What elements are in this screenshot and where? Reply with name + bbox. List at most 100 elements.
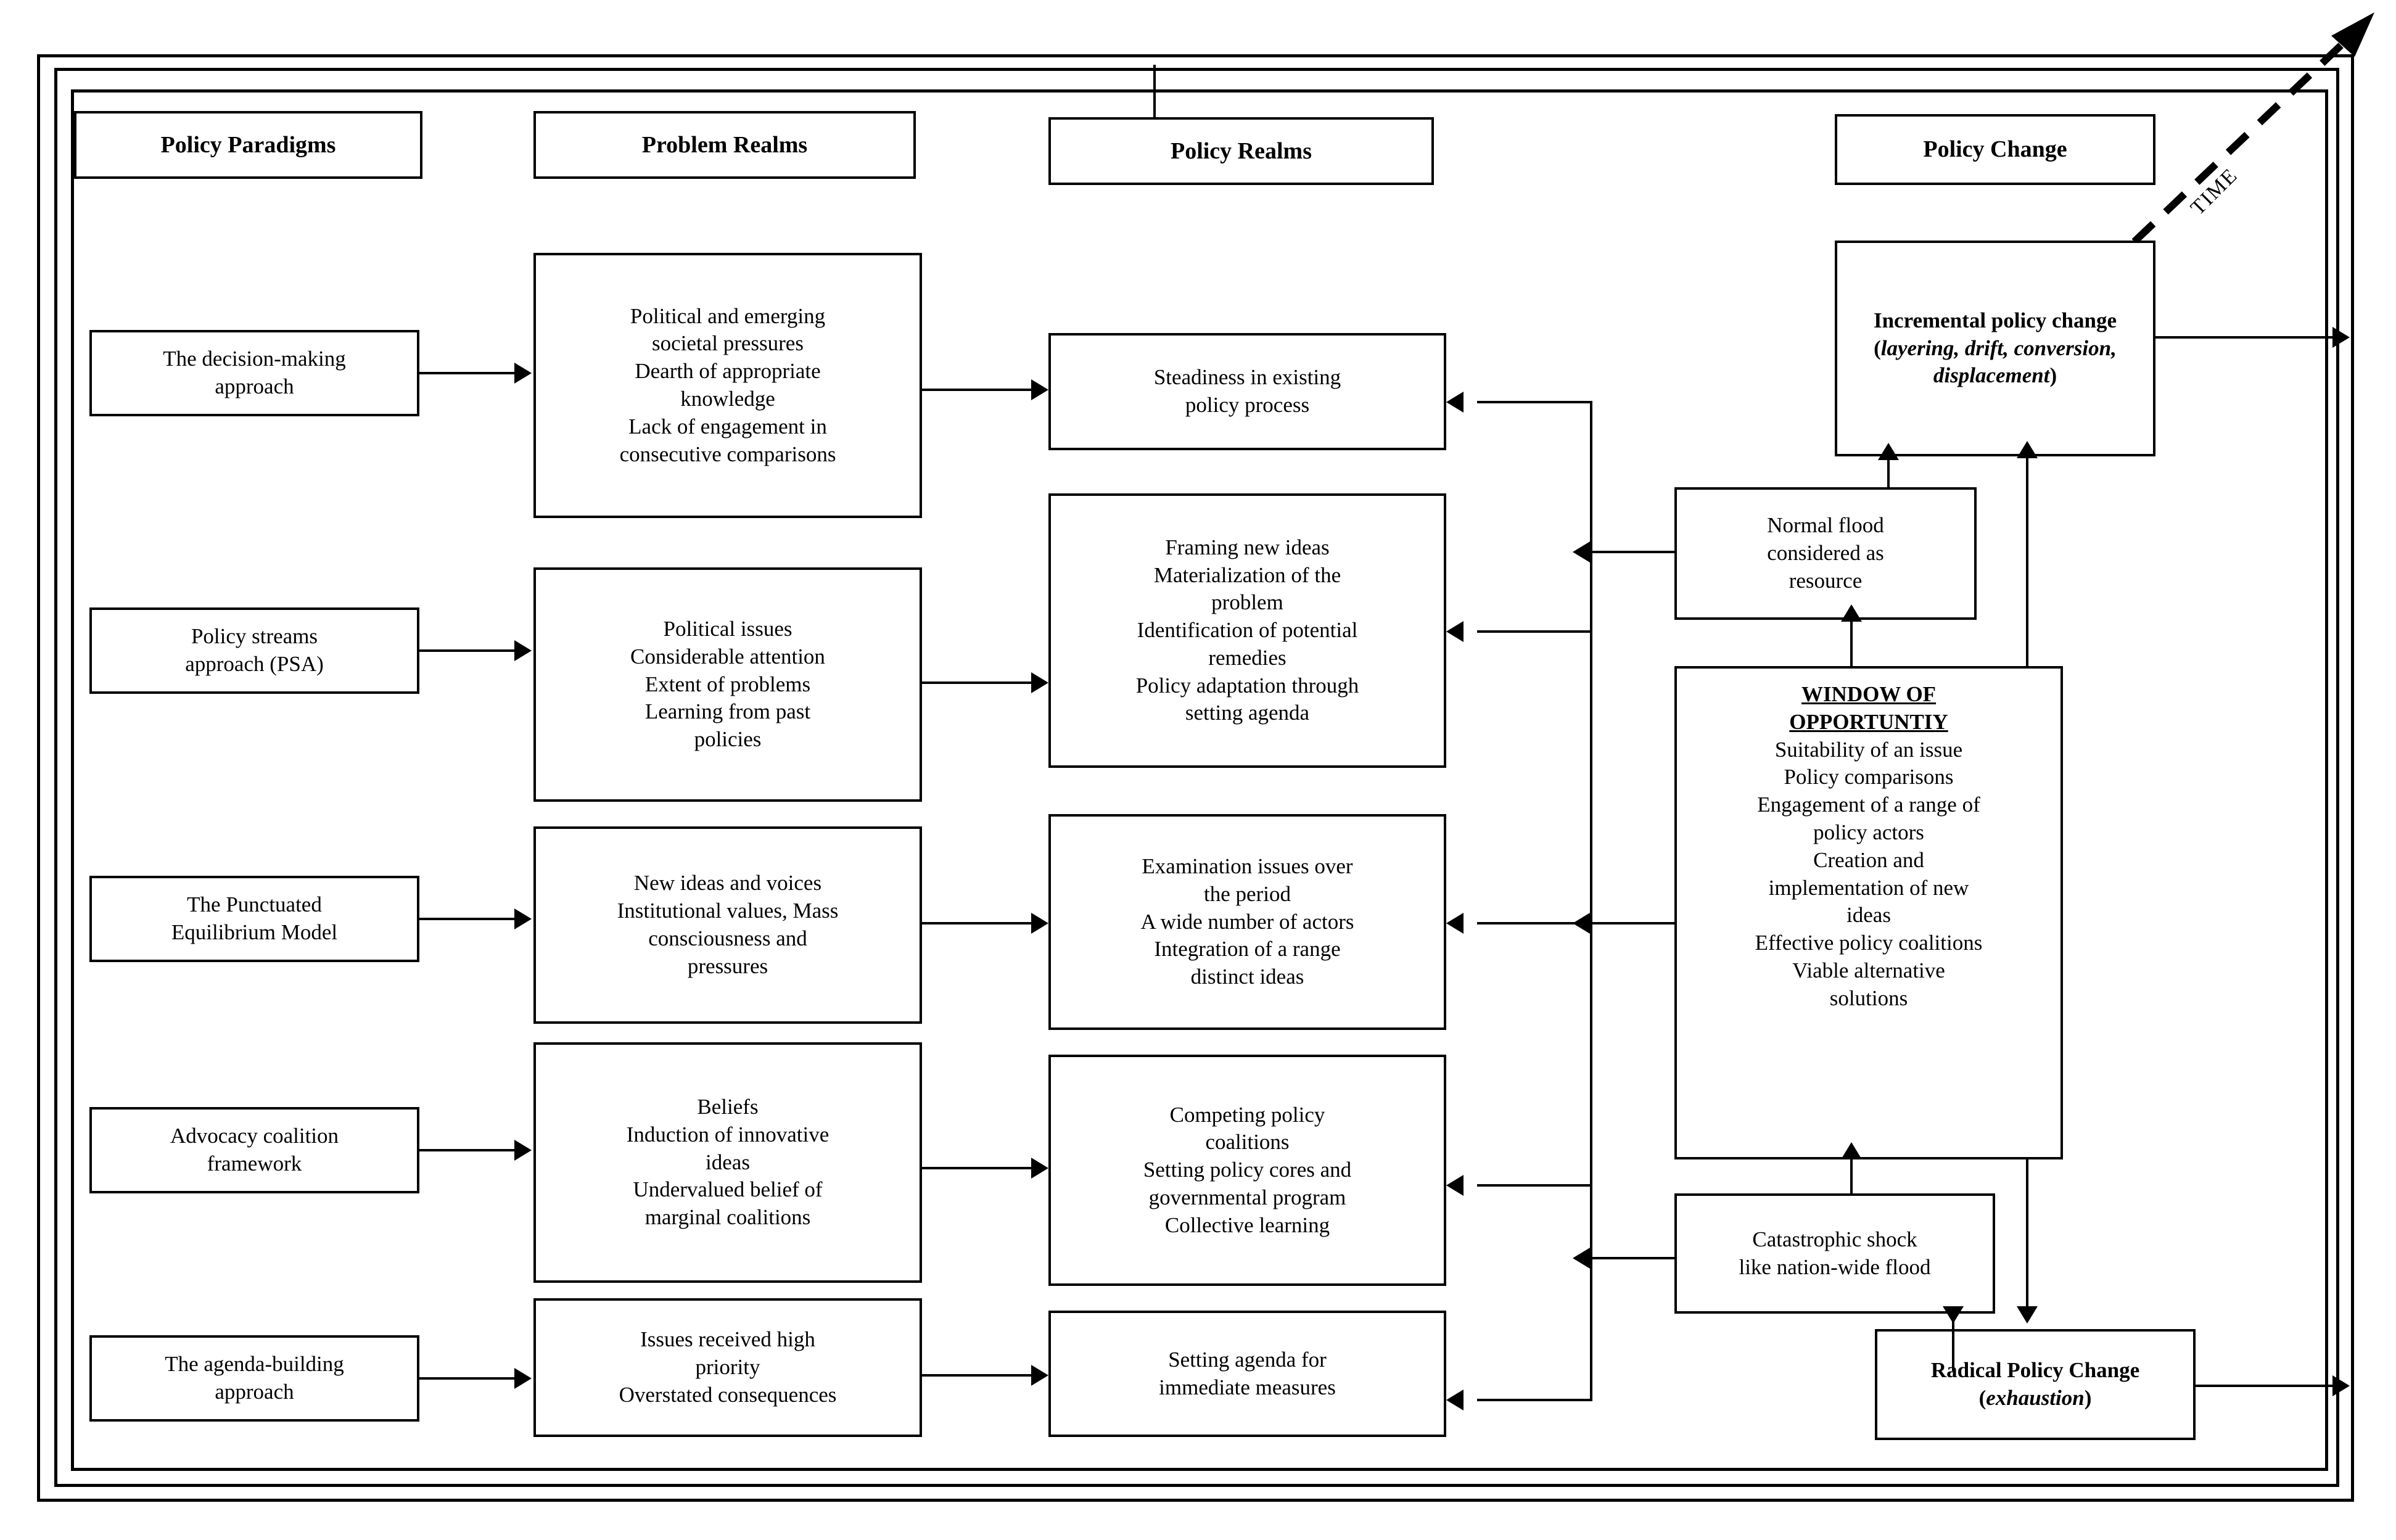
column-header-label: Policy Paradigms <box>160 131 336 158</box>
window-of-opportunity-node: WINDOW OF OPPORTUNTIY Suitability of an … <box>1674 666 2063 1159</box>
policy-realm-text: Competing policy coalitions Setting poli… <box>1143 1102 1352 1237</box>
arrow-paradigm3-problem3 <box>514 908 532 929</box>
policy-realm-1: Steadiness in existing policy process <box>1048 333 1446 450</box>
time-arrowhead <box>2331 12 2374 57</box>
arrow-paradigm5-problem5 <box>514 1368 532 1389</box>
outer-frame-2 <box>54 68 2339 1487</box>
problem-realm-text: Beliefs Induction of innovative ideas Un… <box>626 1095 830 1230</box>
arrow-catastrophic-radical <box>1943 1306 1964 1324</box>
column-header-label: Policy Change <box>1923 136 2067 163</box>
problem-realm-2: Political issues Considerable attention … <box>533 567 922 802</box>
conn-trunk-policy3 <box>1477 922 1591 924</box>
conn-incremental-right-edge <box>2154 336 2333 339</box>
arrow-trunk-policy3 <box>1446 913 1464 934</box>
paradigm-policy-streams: Policy streams approach (PSA) <box>89 607 419 694</box>
radical-change-suffix: ) <box>2084 1386 2092 1410</box>
problem-realm-3: New ideas and voices Institutional value… <box>533 826 922 1024</box>
conn-window-normalflood <box>1850 622 1853 668</box>
conn-normalflood-trunk <box>1590 551 1676 553</box>
arrow-problem2-policy2 <box>1031 672 1048 693</box>
policy-realms-header-stub <box>1153 65 1156 117</box>
problem-realm-text: Political issues Considerable attention … <box>630 617 825 752</box>
window-of-opportunity-items: Suitability of an issue Policy compariso… <box>1755 737 1983 1010</box>
arrow-problem3-policy3 <box>1031 913 1048 934</box>
arrow-radical-right-edge <box>2332 1375 2350 1396</box>
window-of-opportunity-title: WINDOW OF OPPORTUNTIY <box>1789 682 1948 734</box>
arrow-paradigm4-problem4 <box>514 1140 532 1161</box>
paradigm-label: Advocacy coalition framework <box>170 1124 339 1176</box>
conn-paradigm2-problem2 <box>419 649 515 652</box>
policy-realm-text: Framing new ideas Materialization of the… <box>1135 535 1359 725</box>
arrow-trunk-policy1 <box>1446 392 1464 413</box>
conn-trunk-policy1 <box>1477 401 1591 403</box>
conn-paradigm1-problem1 <box>419 372 515 374</box>
conn-trunk-policy2 <box>1477 630 1591 633</box>
time-dashed-line <box>2100 34 2353 274</box>
problem-realm-text: New ideas and voices Institutional value… <box>617 871 839 978</box>
problem-realm-4: Beliefs Induction of innovative ideas Un… <box>533 1042 922 1283</box>
paradigm-label: Policy streams approach (PSA) <box>185 624 324 676</box>
conn-radical-right-edge <box>2194 1385 2333 1387</box>
conn-problem2-policy2 <box>922 681 1032 684</box>
trunk-vertical-line <box>1590 401 1592 1401</box>
incremental-policy-change: Incremental policy change (layering, dri… <box>1835 241 2155 456</box>
arrow-normalflood-trunk <box>1573 541 1590 562</box>
problem-realm-text: Issues received high priority Overstated… <box>619 1327 837 1407</box>
time-axis <box>2085 6 2393 290</box>
outer-frame-3 <box>71 89 2328 1471</box>
normal-flood-text: Normal flood considered as resource <box>1767 513 1884 593</box>
arrow-catastrophic-trunk <box>1573 1248 1590 1269</box>
arrow-normalflood-incremental <box>1878 443 1899 460</box>
incremental-change-prefix: Incremental policy change ( <box>1873 308 2117 360</box>
column-header-label: Problem Realms <box>641 131 808 158</box>
arrow-trunk-policy4 <box>1446 1175 1464 1196</box>
arrow-incremental-right-edge <box>2332 327 2350 348</box>
policy-realm-5: Setting agenda for immediate measures <box>1048 1311 1446 1437</box>
paradigm-label: The agenda-building approach <box>165 1352 344 1404</box>
conn-window-trunk <box>1590 922 1676 924</box>
arrow-paradigm1-problem1 <box>514 363 532 384</box>
policy-realm-2: Framing new ideas Materialization of the… <box>1048 493 1446 768</box>
conn-catastrophic-radical <box>1952 1312 1954 1371</box>
conn-paradigm4-problem4 <box>419 1149 515 1151</box>
column-header-problem-realms: Problem Realms <box>533 111 916 179</box>
conn-problem1-policy1 <box>922 389 1032 391</box>
arrow-trunk-policy5 <box>1446 1390 1464 1410</box>
conn-window-incremental <box>2026 458 2028 669</box>
conn-catastrophic-trunk <box>1590 1257 1676 1259</box>
problem-realm-1: Political and emerging societal pressure… <box>533 253 922 518</box>
conn-trunk-policy5 <box>1477 1399 1591 1401</box>
conn-problem3-policy3 <box>922 922 1032 924</box>
conn-paradigm3-problem3 <box>419 918 515 920</box>
incremental-change-suffix: ) <box>2049 363 2057 388</box>
conn-trunk-policy4 <box>1477 1184 1591 1187</box>
arrow-paradigm2-problem2 <box>514 640 532 661</box>
paradigm-advocacy-coalition: Advocacy coalition framework <box>89 1107 419 1193</box>
incremental-change-italic: layering, drift, conversion, displacemen… <box>1880 336 2117 388</box>
column-header-label: Policy Realms <box>1170 138 1312 164</box>
paradigm-label: The decision-making approach <box>163 347 346 398</box>
conn-problem5-policy5 <box>922 1374 1032 1377</box>
conn-paradigm5-problem5 <box>419 1377 515 1380</box>
radical-change-italic: exhaustion <box>1986 1386 2085 1410</box>
paradigm-agenda-building: The agenda-building approach <box>89 1335 419 1422</box>
arrow-problem5-policy5 <box>1031 1365 1048 1386</box>
problem-realm-5: Issues received high priority Overstated… <box>533 1298 922 1437</box>
radical-change-prefix: Radical Policy Change ( <box>1930 1358 2140 1410</box>
arrow-window-incremental <box>2017 441 2038 458</box>
arrow-trunk-policy2 <box>1446 621 1464 642</box>
conn-catastrophic-window <box>1850 1159 1853 1195</box>
policy-realm-text: Steadiness in existing policy process <box>1153 365 1341 417</box>
normal-flood-node: Normal flood considered as resource <box>1674 487 1977 620</box>
arrow-catastrophic-window <box>1841 1142 1862 1159</box>
arrow-window-radical <box>2017 1306 2038 1324</box>
column-header-policy-realms: Policy Realms <box>1048 117 1434 185</box>
paradigm-decision-making: The decision-making approach <box>89 330 419 416</box>
problem-realm-text: Political and emerging societal pressure… <box>619 303 836 466</box>
conn-window-radical <box>2026 1159 2028 1311</box>
policy-realm-text: Setting agenda for immediate measures <box>1159 1347 1336 1399</box>
outer-frame-1 <box>37 54 2354 1502</box>
catastrophic-shock-text: Catastrophic shock like nation-wide floo… <box>1739 1227 1931 1279</box>
policy-realm-4: Competing policy coalitions Setting poli… <box>1048 1055 1446 1286</box>
